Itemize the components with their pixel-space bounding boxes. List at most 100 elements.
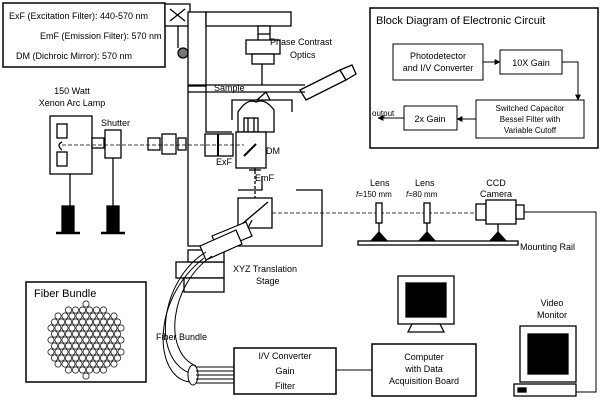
fiber-strand xyxy=(117,336,125,344)
fiber-strand xyxy=(72,366,79,374)
fiber-strand xyxy=(72,342,79,350)
ccd-label-2: Camera xyxy=(480,189,512,199)
fiber-strand xyxy=(72,354,79,362)
iv-line1: I/V Converter xyxy=(258,351,311,361)
fiber-bundle-terminal xyxy=(187,364,234,386)
fiber-strand xyxy=(103,360,111,368)
fiber-strand xyxy=(107,342,114,350)
bessel-line3: Variable Cutoff xyxy=(504,126,557,135)
fiber-strand xyxy=(93,366,100,374)
fiber-strand xyxy=(51,342,58,350)
fiber-strand xyxy=(110,360,118,368)
fiber-strand xyxy=(107,354,114,362)
fiber-strand xyxy=(54,312,62,320)
fiber-strand xyxy=(65,366,72,374)
fiber-strand xyxy=(54,360,62,368)
exf-label: ExF xyxy=(216,157,233,167)
fiber-strand xyxy=(93,318,100,326)
emf-label: EmF xyxy=(255,173,275,183)
fiber-strand xyxy=(79,306,86,314)
fiber-strand xyxy=(100,354,107,362)
iv-line3: Filter xyxy=(275,381,295,391)
fiber-strand xyxy=(79,330,86,338)
fiber-strand xyxy=(51,354,58,362)
lens1-focal-value: =150 mm xyxy=(358,190,392,199)
fiber-strand xyxy=(79,366,86,374)
electronic-block-diagram: Block Diagram of Electronic Circuit Phot… xyxy=(369,7,599,149)
fiber-bundle-inset: Fiber Bundle xyxy=(25,281,147,383)
sample-label: Sample xyxy=(214,83,245,93)
computer xyxy=(371,275,477,397)
fiber-strand xyxy=(107,318,114,326)
photodetector-line1: Photodetector xyxy=(410,51,466,61)
fiber-strand xyxy=(61,312,69,320)
fiber-strand xyxy=(100,306,107,314)
fiber-strand xyxy=(54,348,62,356)
fiber-strand xyxy=(79,342,86,350)
fiber-strand xyxy=(79,354,86,362)
fiber-strand xyxy=(79,318,86,326)
fiber-strand xyxy=(65,306,72,314)
ccd-camera xyxy=(475,199,525,243)
fiber-strand xyxy=(82,324,90,332)
fiber-strand xyxy=(68,312,76,320)
fiber-strand xyxy=(86,366,93,374)
bessel-line2: Bessel Filter with xyxy=(500,115,560,124)
fiber-strand xyxy=(68,324,76,332)
dm-label: DM xyxy=(266,146,280,156)
block-diagram-title: Block Diagram of Electronic Circuit xyxy=(376,15,545,27)
fiber-strand xyxy=(58,342,65,350)
fiber-strand xyxy=(100,330,107,338)
fiber-strand xyxy=(103,348,111,356)
fiber-strand xyxy=(96,312,104,320)
fiber-strand xyxy=(68,360,76,368)
legend-exf: ExF (Excitation Filter): 440-570 nm xyxy=(9,11,148,21)
fiber-strand xyxy=(93,342,100,350)
fiber-strand xyxy=(96,348,104,356)
fiber-strand xyxy=(96,324,104,332)
video-monitor xyxy=(513,325,577,397)
fiber-strand xyxy=(100,342,107,350)
legend-emf: EmF (Emission Filter): 570 nm xyxy=(40,31,162,41)
fiber-strand xyxy=(110,324,118,332)
fiber-strand xyxy=(72,306,79,314)
fiber-strand xyxy=(110,336,118,344)
fiber-strand xyxy=(75,336,83,344)
fiber-strand xyxy=(114,342,121,350)
fiber-strand xyxy=(107,330,114,338)
fiber-strand xyxy=(58,318,65,326)
fiber-strand xyxy=(61,360,69,368)
fiber-strand xyxy=(96,360,104,368)
fiber-strand xyxy=(89,348,97,356)
fiber-strand xyxy=(96,336,104,344)
lens1-label: Lens xyxy=(370,178,390,188)
fiber-bundle-cable xyxy=(162,251,213,383)
fiber-strand xyxy=(75,348,83,356)
ccd-cable xyxy=(524,211,597,393)
fiber-strand xyxy=(47,324,55,332)
fiber-strand xyxy=(68,348,76,356)
fiber-strand xyxy=(89,360,97,368)
fiber-strand xyxy=(114,354,121,362)
fiber-strand xyxy=(54,324,62,332)
lens1-focal-f: f xyxy=(356,190,359,199)
objective-icon xyxy=(255,90,272,101)
fiber-strand xyxy=(61,336,69,344)
fiber-strand xyxy=(65,342,72,350)
fiber-strand xyxy=(89,312,97,320)
fiber-strand xyxy=(68,336,76,344)
fiber-strand xyxy=(82,360,90,368)
lamp-label-2: Xenon Arc Lamp xyxy=(39,98,106,108)
video-label-2: Monitor xyxy=(537,310,567,320)
fiber-strand xyxy=(100,366,107,374)
filter-legend: ExF (Excitation Filter): 440-570 nm EmF … xyxy=(2,2,166,68)
fiber-strand xyxy=(72,318,79,326)
photodetector-line2: and I/V Converter xyxy=(403,63,474,73)
fiber-strand xyxy=(114,330,121,338)
output-label: output xyxy=(372,109,395,118)
gain10-label: 10X Gain xyxy=(512,58,550,68)
fiber-strand xyxy=(86,306,93,314)
xenon-arc-lamp xyxy=(49,115,105,235)
fiber-strand xyxy=(82,312,90,320)
